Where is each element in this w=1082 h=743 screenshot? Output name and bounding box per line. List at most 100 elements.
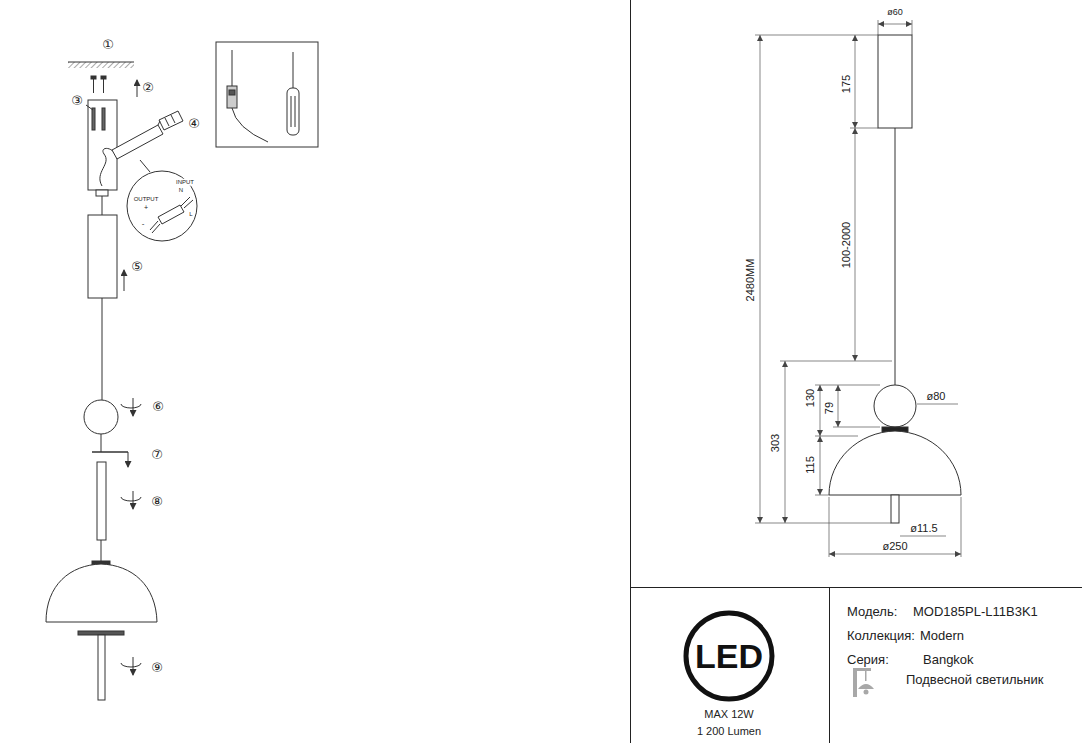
spec-cell: MAX 12W 1 200 Lumen LED [630, 587, 829, 743]
assembly-illustration-part [88, 100, 117, 190]
assembly-illustration-part [93, 79, 94, 93]
dimension-lines-part [878, 24, 912, 25]
spec-text: MOD185PL-L11B3K1 [913, 605, 1038, 620]
dimension-lines-part [838, 385, 839, 427]
assembly-illustration-part [100, 148, 114, 186]
dimension-lines-part [878, 20, 879, 35]
model-cell: Модель:MOD185PL-L11B3K1Коллекция:ModernС… [829, 587, 1082, 743]
assembly-illustration-part [291, 96, 292, 127]
dimension-lines [755, 20, 961, 557]
frame-lines-part [630, 587, 1082, 588]
assembly-illustration-part [121, 404, 141, 408]
assembly-illustration-part [112, 125, 163, 159]
dimension-lines-part [912, 20, 913, 35]
assembly-illustration-part [101, 540, 102, 563]
dimension-label: 130 [804, 388, 816, 408]
assembly-illustration-part [96, 190, 108, 196]
callout-number: ⑧ [150, 495, 164, 509]
callout-number: ② [141, 81, 155, 95]
dimension-label: ø60 [886, 8, 904, 18]
assembly-illustration-part [295, 96, 296, 127]
badge-circle [686, 613, 772, 699]
dimension-lines-part [820, 385, 821, 436]
assembly-illustration-part [68, 62, 134, 63]
dimension-lines-part [785, 361, 786, 523]
dimension-lines-part [815, 495, 829, 496]
assembly-illustration-part [128, 452, 129, 467]
assembly-illustration-part [103, 79, 104, 93]
frame-lines [630, 0, 1082, 743]
assembly-illustration-part [171, 115, 175, 123]
assembly-illustration-part [88, 215, 117, 298]
assembly-illustration-part [229, 90, 235, 95]
assembly-illustration-part [101, 76, 106, 79]
assembly-illustration-part [152, 224, 160, 233]
dimension-label: ø250 [881, 540, 908, 552]
dimension-lines-part [833, 427, 880, 428]
assembly-illustration-part [232, 108, 268, 142]
callout-number: ③ [70, 94, 84, 108]
assembly-illustration-part [124, 270, 125, 291]
assembly-illustration-part [287, 88, 299, 135]
dimension-lines-part [829, 554, 961, 555]
dimension-lines-part [815, 385, 880, 386]
dimension-label: ø80 [926, 390, 947, 402]
dimension-drawing [829, 35, 961, 523]
assembly-illustration-part [232, 50, 233, 86]
assembly-illustration-part [84, 400, 118, 434]
frame-lines-part [630, 0, 631, 743]
dimension-label: 100-2000 [840, 221, 852, 270]
assembly-illustration-part [102, 108, 105, 130]
dimension-lines-part [780, 361, 892, 362]
assembly-illustration-part [46, 564, 157, 622]
spec-text: Коллекция: [847, 629, 915, 644]
dimension-drawing-part [874, 385, 916, 427]
terminal-label: - [141, 220, 146, 229]
callout-number: ⑤ [130, 260, 144, 274]
assembly-illustration-part [158, 205, 184, 224]
terminal-label: N [178, 187, 184, 194]
assembly-illustration-part [102, 298, 103, 400]
led-badge: LED [683, 610, 775, 702]
terminal-label: + [143, 204, 149, 212]
assembly-illustration-part [227, 86, 237, 108]
frame-lines-part [829, 587, 830, 743]
dimension-lines-part [850, 128, 878, 129]
assembly-illustration-part [133, 657, 134, 675]
callout-number: ⑥ [151, 400, 165, 414]
spec-text: Модель: [847, 605, 897, 620]
badge-text: LED [695, 637, 763, 676]
assembly-illustration-part [159, 111, 183, 130]
assembly-illustration-part [78, 631, 124, 635]
callout-number: ⑦ [150, 448, 164, 462]
spec-text: MAX 12W [704, 708, 754, 721]
dimension-lines-part [815, 436, 858, 437]
dimension-lines-part [820, 436, 821, 495]
assembly-illustration-part [137, 80, 138, 97]
pendant-icon-part [858, 684, 874, 689]
assembly-illustration-part [293, 52, 294, 88]
assembly-illustration-part [121, 663, 141, 667]
dimension-drawing-part [891, 495, 899, 523]
callout-number: ⑨ [150, 661, 164, 675]
dimension-label: 303 [769, 433, 781, 453]
assembly-illustration-part [92, 451, 128, 453]
pendant-icon-part [864, 690, 869, 695]
assembly-illustration-part [140, 160, 150, 172]
assembly-illustration-part [121, 497, 141, 501]
dimension-lines-part [755, 35, 878, 36]
assembly-illustration-part [165, 118, 169, 126]
assembly-illustration [46, 42, 318, 700]
spec-text: Серия: [847, 653, 889, 668]
terminal-label: L [188, 211, 193, 218]
callout-number: ④ [187, 117, 201, 131]
spec-text: Bangkok [923, 653, 974, 668]
dimension-lines-part [755, 523, 891, 524]
assembly-illustration-part [127, 171, 197, 241]
assembly-illustration-part [133, 491, 134, 509]
spec-text: 1 200 Lumen [697, 725, 761, 738]
